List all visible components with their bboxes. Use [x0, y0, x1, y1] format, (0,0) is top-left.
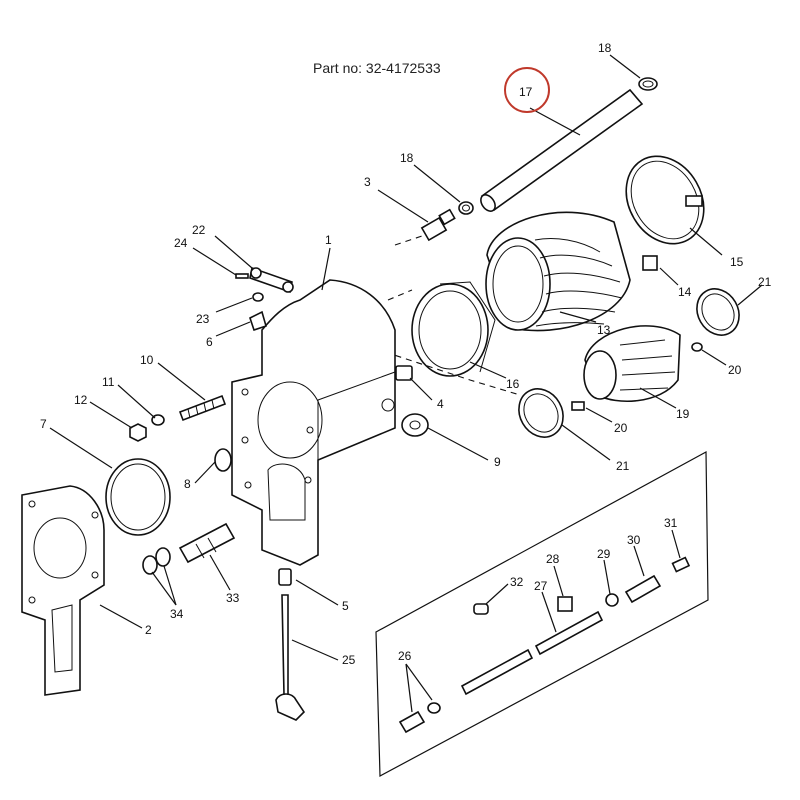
callout-23: 23 [196, 312, 210, 326]
o-ring-part-7 [105, 458, 171, 536]
callout-30: 30 [627, 533, 641, 547]
callout-1: 1 [325, 233, 332, 247]
callout-20-lower: 20 [614, 421, 628, 435]
linkage-part-22 [249, 266, 294, 294]
clamp-part-18-lower [458, 201, 474, 215]
callout-16: 16 [506, 377, 520, 391]
callout-10: 10 [140, 353, 154, 367]
callout-32: 32 [510, 575, 524, 589]
large-clamp-part-15 [625, 155, 705, 245]
callout-14: 14 [678, 285, 692, 299]
clip-part-14 [642, 255, 658, 271]
washer-part-9 [401, 413, 429, 437]
kit-tube-long [460, 648, 534, 696]
callout-31: 31 [664, 516, 678, 530]
hose-part-17 [480, 88, 644, 212]
fitting-part-3 [420, 208, 456, 242]
housing-part-1 [231, 279, 396, 566]
callout-27: 27 [534, 579, 548, 593]
callout-18-lower: 18 [400, 151, 414, 165]
callout-6: 6 [206, 335, 213, 349]
callout-25: 25 [342, 653, 356, 667]
ring-part-16 [411, 281, 496, 377]
shift-rod-part-25 [275, 594, 306, 721]
kit-part-31 [671, 556, 691, 573]
seal-part-34b [155, 547, 171, 567]
washer-part-23 [252, 292, 264, 302]
callout-8: 8 [184, 477, 191, 491]
gasket-part-2 [21, 485, 105, 696]
kit-part-26 [398, 702, 441, 734]
bracket-part-6 [249, 310, 267, 332]
callout-21-lower: 21 [616, 459, 630, 473]
callout-20-upper: 20 [728, 363, 742, 377]
clip-part-20-lower [571, 401, 585, 411]
bellows-part-13 [485, 211, 631, 332]
callout-3: 3 [364, 175, 371, 189]
fitting-part-4 [395, 365, 413, 381]
callout-18-top: 18 [598, 41, 612, 55]
callout-24: 24 [174, 236, 188, 250]
stud-part-10 [178, 394, 227, 422]
callout-33: 33 [226, 591, 240, 605]
pin-part-24 [235, 273, 249, 279]
part-number-label: Part no: 32-4172533 [313, 60, 441, 76]
leader-lines [49, 54, 763, 713]
callout-29: 29 [597, 547, 611, 561]
callout-15: 15 [730, 255, 744, 269]
callout-26: 26 [398, 649, 412, 663]
callout-21-upper: 21 [758, 275, 772, 289]
fitting-part-33 [178, 522, 236, 564]
kit-part-32 [473, 603, 489, 615]
callout-11: 11 [102, 375, 115, 389]
callout-17: 17 [519, 85, 533, 99]
kit-part-28 [557, 596, 573, 612]
callout-9: 9 [494, 455, 501, 469]
clip-part-20-upper [691, 342, 703, 352]
bellows-part-19 [583, 325, 681, 403]
clamp-part-21-upper [696, 288, 740, 336]
seal-part-34a [142, 555, 158, 575]
callout-4: 4 [437, 397, 444, 411]
highlight-circle [504, 67, 550, 113]
callout-34: 34 [170, 607, 184, 621]
callout-22: 22 [192, 223, 206, 237]
callout-7: 7 [40, 417, 47, 431]
kit-tube-part-27 [534, 610, 604, 656]
clamp-part-18-top [638, 77, 658, 91]
callout-19: 19 [676, 407, 690, 421]
clamp-part-21-lower [518, 388, 564, 438]
callout-2: 2 [145, 623, 152, 637]
callout-5: 5 [342, 599, 349, 613]
callout-28: 28 [546, 552, 560, 566]
kit-part-29 [605, 593, 619, 607]
callout-13: 13 [597, 323, 611, 337]
callout-labels: 18 17 18 3 1 22 24 23 6 15 14 21 13 20 1… [40, 41, 772, 667]
callout-12: 12 [74, 393, 88, 407]
nut-part-12 [129, 423, 147, 442]
kit-box [375, 450, 709, 777]
o-ring-part-8 [214, 448, 232, 472]
kit-part-30 [624, 574, 662, 604]
bushing-part-5 [278, 568, 292, 586]
